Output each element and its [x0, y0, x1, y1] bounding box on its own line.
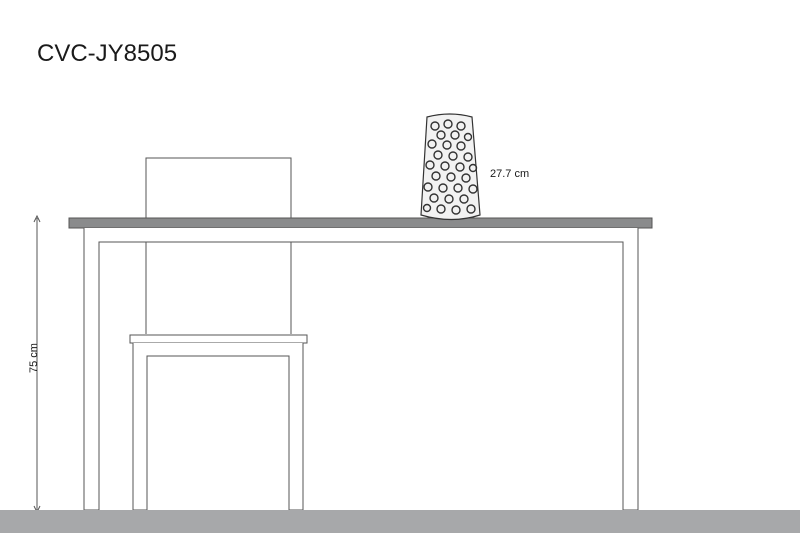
vase — [420, 113, 481, 221]
chair-legs — [132, 343, 304, 511]
table-height-label: 75 cm — [28, 343, 40, 373]
chair-front — [129, 334, 308, 511]
vase-pattern — [422, 119, 478, 215]
chair-backrest — [145, 157, 292, 219]
product-code-title: CVC-JY8505 — [37, 40, 178, 67]
table-apron — [83, 228, 639, 511]
tabletop — [68, 217, 653, 229]
vase-body — [420, 113, 481, 221]
floor — [0, 510, 800, 533]
table — [68, 217, 653, 511]
chair — [145, 157, 292, 334]
vase-height-label: 27.7 cm — [490, 168, 530, 180]
chair-seat — [129, 334, 308, 344]
